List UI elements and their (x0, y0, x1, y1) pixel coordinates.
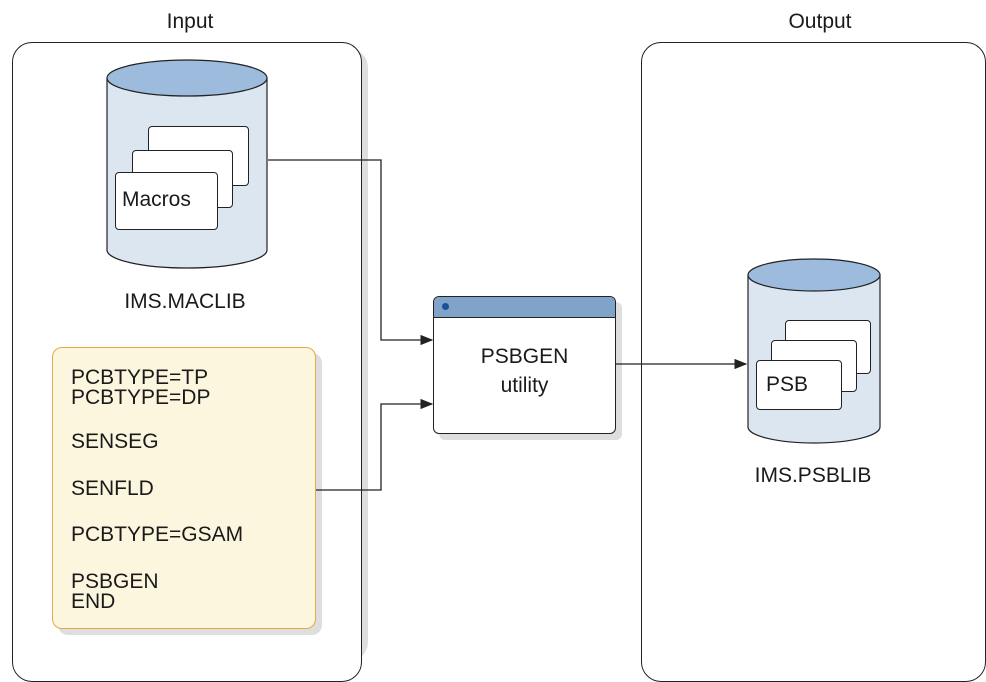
macros-document-label: Macros (122, 188, 191, 211)
statement-senfld: SENFLD (71, 477, 154, 500)
utility-label-line2: utility (500, 374, 549, 397)
utility-titlebar (434, 297, 615, 318)
statement-psbgen: PSBGEN (71, 570, 159, 593)
maclib-dataset-label: IMS.MACLIB (124, 290, 246, 313)
statement-senseg: SENSEG (71, 430, 159, 453)
utility-label-line1: PSBGEN (480, 345, 569, 368)
source-to-utility-arrow (316, 398, 434, 491)
psbgen-utility-window: PSBGEN utility (433, 296, 616, 434)
statement-end: END (71, 590, 116, 613)
window-dot-icon (442, 303, 449, 310)
statement-pcbtype-dp: PCBTYPE=DP (71, 386, 211, 409)
statement-pcbtype-gsam: PCBTYPE=GSAM (71, 523, 244, 546)
maclib-to-utility-arrow (268, 159, 434, 346)
psblib-dataset-label: IMS.PSBLIB (754, 464, 872, 487)
output-panel-title: Output (788, 10, 852, 33)
macros-document: Macros (115, 172, 218, 230)
psb-source-statements-box: PCBTYPE=TP PCBTYPE=DP SENSEG SENFLD PCBT… (52, 347, 316, 629)
connector-lines (268, 159, 748, 491)
psb-document: PSB (756, 360, 842, 410)
statement-pcbtype-tp: PCBTYPE=TP (71, 366, 209, 389)
input-panel-title: Input (166, 10, 214, 33)
psb-document-label: PSB (766, 373, 809, 396)
